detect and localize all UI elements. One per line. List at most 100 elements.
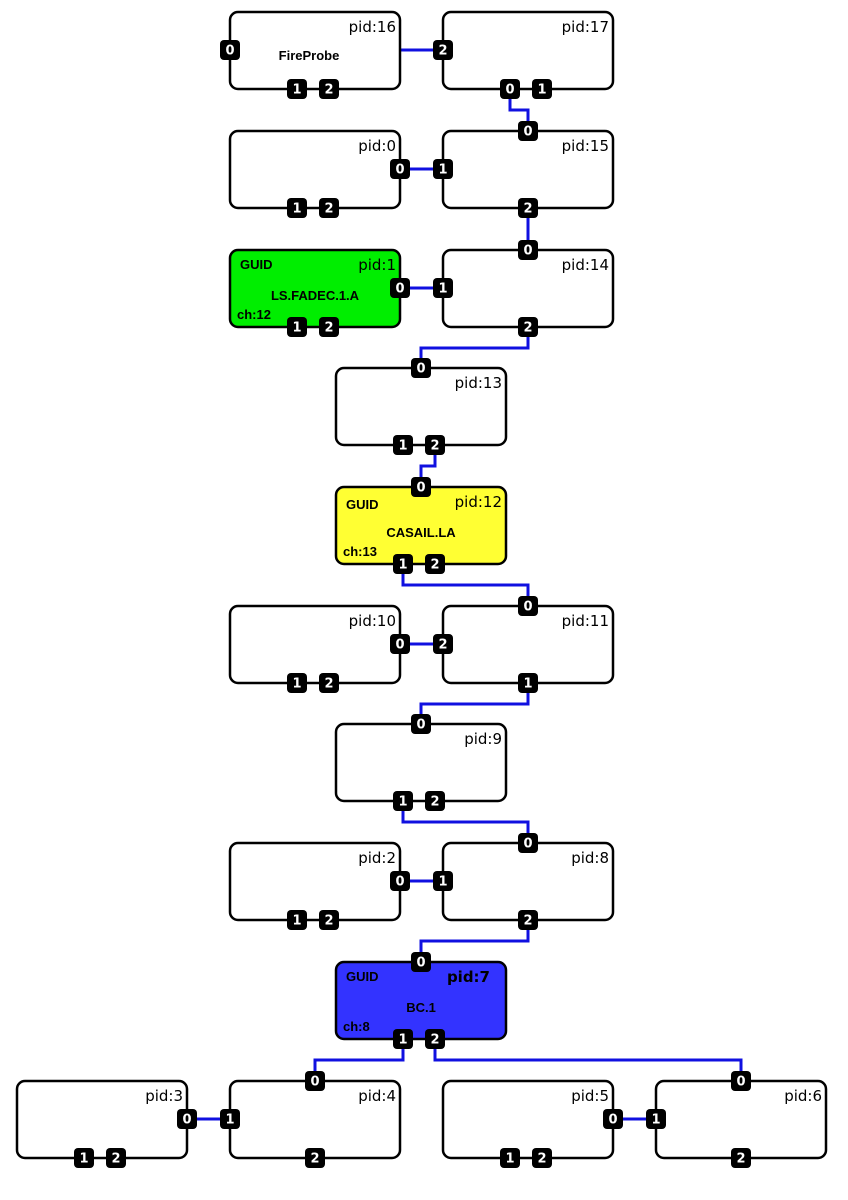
port-box[interactable]: [425, 435, 445, 455]
port-1[interactable]: 1: [532, 79, 552, 99]
port-2[interactable]: 2: [319, 198, 339, 218]
port-box[interactable]: [411, 358, 431, 378]
port-box[interactable]: [731, 1071, 751, 1091]
port-box[interactable]: [393, 791, 413, 811]
port-1[interactable]: 1: [646, 1109, 666, 1129]
port-box[interactable]: [287, 317, 307, 337]
port-1[interactable]: 1: [393, 435, 413, 455]
port-box[interactable]: [518, 833, 538, 853]
port-box[interactable]: [433, 634, 453, 654]
port-1[interactable]: 1: [518, 673, 538, 693]
port-2[interactable]: 2: [319, 79, 339, 99]
port-2[interactable]: 2: [319, 910, 339, 930]
port-0[interactable]: 0: [177, 1109, 197, 1129]
port-box[interactable]: [500, 79, 520, 99]
port-box[interactable]: [425, 791, 445, 811]
port-box[interactable]: [220, 1109, 240, 1129]
port-box[interactable]: [425, 554, 445, 574]
port-1[interactable]: 1: [393, 554, 413, 574]
port-box[interactable]: [411, 477, 431, 497]
port-box[interactable]: [433, 40, 453, 60]
port-1[interactable]: 1: [287, 317, 307, 337]
port-2[interactable]: 2: [106, 1148, 126, 1168]
port-box[interactable]: [287, 198, 307, 218]
port-box[interactable]: [319, 317, 339, 337]
port-0[interactable]: 0: [390, 871, 410, 891]
port-box[interactable]: [518, 596, 538, 616]
port-box[interactable]: [603, 1109, 623, 1129]
port-1[interactable]: 1: [500, 1148, 520, 1168]
port-1[interactable]: 1: [74, 1148, 94, 1168]
port-0[interactable]: 0: [411, 952, 431, 972]
port-0[interactable]: 0: [305, 1071, 325, 1091]
port-0[interactable]: 0: [411, 714, 431, 734]
port-2[interactable]: 2: [425, 1029, 445, 1049]
port-0[interactable]: 0: [603, 1109, 623, 1129]
port-box[interactable]: [319, 79, 339, 99]
port-0[interactable]: 0: [731, 1071, 751, 1091]
port-box[interactable]: [287, 79, 307, 99]
port-box[interactable]: [319, 910, 339, 930]
port-2[interactable]: 2: [731, 1148, 751, 1168]
port-box[interactable]: [305, 1071, 325, 1091]
port-0[interactable]: 0: [390, 278, 410, 298]
port-0[interactable]: 0: [220, 40, 240, 60]
port-1[interactable]: 1: [287, 198, 307, 218]
port-2[interactable]: 2: [518, 317, 538, 337]
port-0[interactable]: 0: [518, 596, 538, 616]
port-box[interactable]: [305, 1148, 325, 1168]
port-2[interactable]: 2: [319, 673, 339, 693]
port-1[interactable]: 1: [287, 79, 307, 99]
port-box[interactable]: [287, 910, 307, 930]
port-box[interactable]: [393, 554, 413, 574]
port-box[interactable]: [518, 910, 538, 930]
port-box[interactable]: [646, 1109, 666, 1129]
port-2[interactable]: 2: [518, 198, 538, 218]
port-box[interactable]: [393, 1029, 413, 1049]
port-box[interactable]: [319, 673, 339, 693]
port-0[interactable]: 0: [411, 358, 431, 378]
port-box[interactable]: [390, 634, 410, 654]
port-box[interactable]: [287, 673, 307, 693]
port-0[interactable]: 0: [500, 79, 520, 99]
port-box[interactable]: [532, 1148, 552, 1168]
port-0[interactable]: 0: [518, 833, 538, 853]
port-box[interactable]: [425, 1029, 445, 1049]
port-box[interactable]: [390, 278, 410, 298]
port-box[interactable]: [393, 435, 413, 455]
port-1[interactable]: 1: [433, 278, 453, 298]
port-box[interactable]: [177, 1109, 197, 1129]
port-2[interactable]: 2: [425, 554, 445, 574]
port-box[interactable]: [411, 714, 431, 734]
port-0[interactable]: 0: [390, 634, 410, 654]
port-0[interactable]: 0: [411, 477, 431, 497]
port-box[interactable]: [319, 198, 339, 218]
port-1[interactable]: 1: [433, 159, 453, 179]
port-box[interactable]: [731, 1148, 751, 1168]
port-box[interactable]: [106, 1148, 126, 1168]
port-box[interactable]: [220, 40, 240, 60]
port-1[interactable]: 1: [287, 910, 307, 930]
port-box[interactable]: [518, 198, 538, 218]
port-2[interactable]: 2: [305, 1148, 325, 1168]
port-0[interactable]: 0: [518, 121, 538, 141]
port-box[interactable]: [433, 871, 453, 891]
port-box[interactable]: [411, 952, 431, 972]
port-2[interactable]: 2: [425, 435, 445, 455]
port-box[interactable]: [390, 871, 410, 891]
port-2[interactable]: 2: [425, 791, 445, 811]
